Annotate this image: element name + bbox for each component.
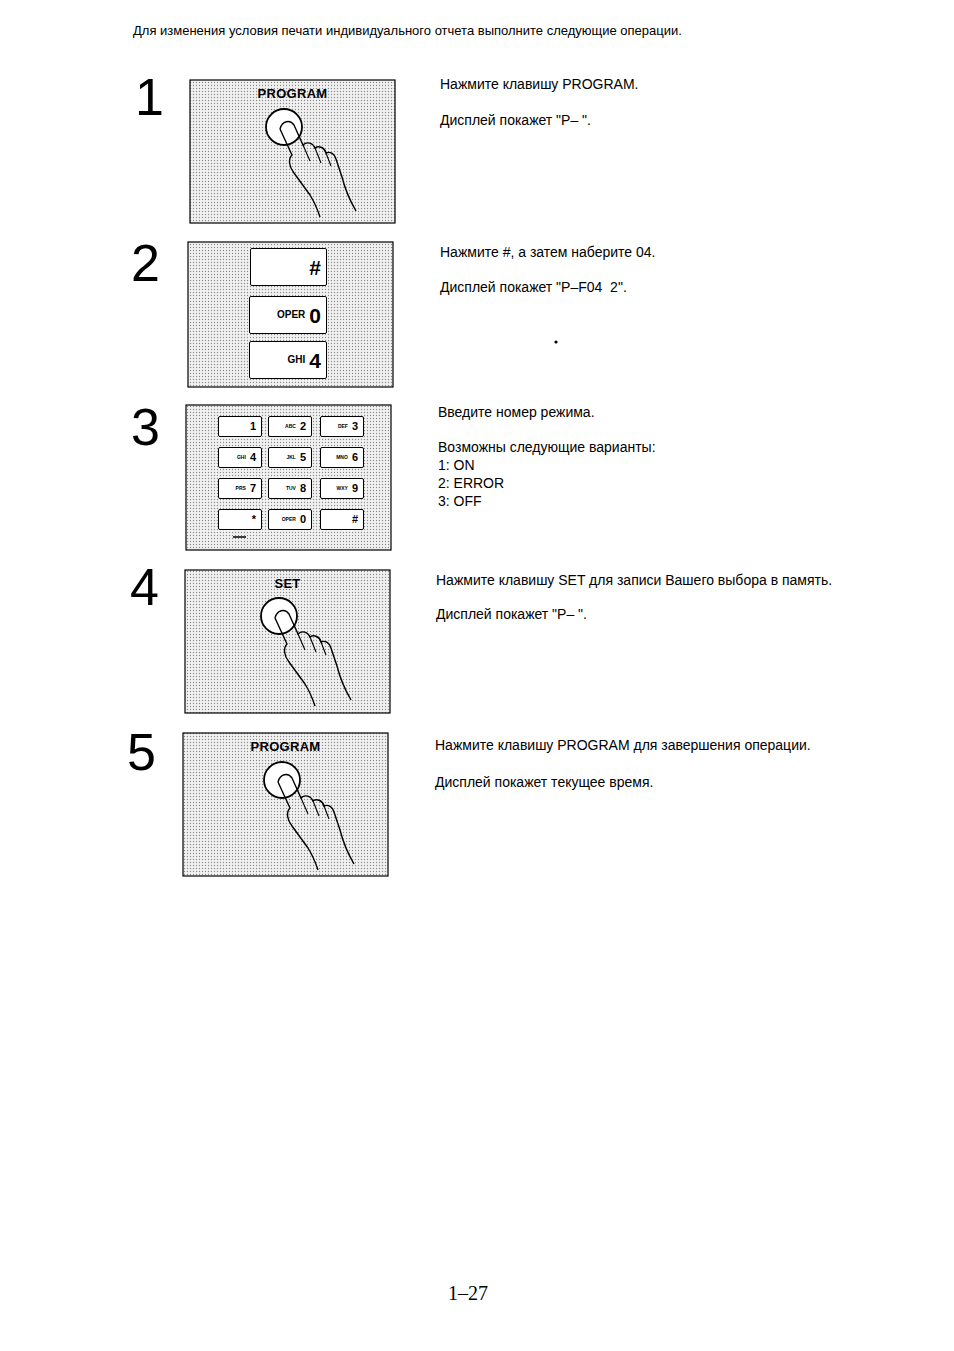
keypad-key: TUV 8 (268, 478, 312, 499)
key-label: 0 (309, 305, 321, 326)
key-label: 4 (309, 350, 321, 371)
key-label: GHI (237, 455, 246, 460)
keypad-key: 1 (218, 416, 262, 437)
button-panel: SET (185, 570, 390, 713)
key-label: 3 (352, 421, 358, 432)
key-label: OPER (277, 310, 305, 320)
page-title: Для изменения условия печати индивидуаль… (133, 24, 682, 39)
keypad-key: OPER 0 (249, 296, 327, 334)
key-label: 1 (250, 421, 256, 432)
display-text: Дисплей покажет "P– ". (436, 606, 587, 622)
key-label: * (252, 514, 256, 525)
key-label: 4 (250, 452, 256, 463)
button-name: PROGRAM (258, 86, 328, 101)
panel-frames (183, 80, 395, 876)
step-number: 3 (131, 398, 160, 458)
keypad-key: GHI 4 (218, 447, 262, 468)
key-label: 7 (250, 483, 256, 494)
option-item: 2: ERROR (438, 475, 504, 491)
keypad-key: # (250, 248, 327, 286)
option-item: 1: ON (438, 457, 475, 473)
key-label: JKL (286, 455, 295, 460)
key-label: TUV (286, 486, 296, 491)
key-label: ABC (285, 424, 296, 429)
keypad-key: * (218, 509, 262, 530)
step-number: 2 (131, 234, 160, 294)
display-text: Дисплей покажет "P– ". (440, 112, 591, 128)
instruction-text: Введите номер режима. (438, 404, 595, 420)
instruction-text: Нажмите клавишу SET для записи Вашего вы… (436, 572, 832, 588)
key-label: MNO (336, 455, 348, 460)
keypad-key: MNO 6 (320, 447, 364, 468)
options-heading: Возможны следующие варианты: (438, 439, 656, 455)
display-text: Дисплей покажет текущее время. (435, 774, 653, 790)
button-panel: PROGRAM (183, 733, 388, 876)
keypad-key: OPER 0 (268, 509, 312, 530)
keypad-key: WXY 9 (320, 478, 364, 499)
key-label: 6 (352, 452, 358, 463)
keypad-key: ABC 2 (268, 416, 312, 437)
step-number: 1 (135, 68, 164, 128)
key-label: 8 (300, 483, 306, 494)
keypad-key: JKL 5 (268, 447, 312, 468)
key-label: OPER (282, 517, 296, 522)
instruction-text: Нажмите клавишу PROGRAM для завершения о… (435, 737, 811, 753)
key-label: WXY (336, 486, 347, 491)
keypad-key: # (320, 509, 364, 530)
key-label: 2 (300, 421, 306, 432)
key-label: 0 (300, 514, 306, 525)
key-label: PRS (236, 486, 246, 491)
instruction-text: Нажмите клавишу PROGRAM. (440, 76, 638, 92)
step-number: 5 (127, 723, 156, 783)
key-label: # (309, 257, 321, 278)
stray-dot (554, 340, 557, 343)
display-text: Дисплей покажет "P–F04 2". (440, 279, 627, 295)
button-panel: PROGRAM (190, 80, 395, 223)
keypad-key: GHI4 (249, 341, 327, 379)
keypad-key: DEF 3 (320, 416, 364, 437)
page-number: 1–27 (448, 1282, 488, 1305)
keypad-key: PRS 7 (218, 478, 262, 499)
option-item: 3: OFF (438, 493, 482, 509)
step-number: 4 (130, 558, 159, 618)
key-label: DEF (338, 424, 348, 429)
key-mark (233, 536, 246, 538)
instruction-text: Нажмите #, а затем наберите 04. (440, 244, 656, 260)
key-label: GHI (288, 355, 306, 365)
key-label: # (352, 514, 358, 525)
key-label: 5 (300, 452, 306, 463)
key-label: 9 (352, 483, 358, 494)
button-name: SET (274, 576, 300, 591)
buttons (261, 109, 356, 870)
button-name: PROGRAM (251, 739, 321, 754)
